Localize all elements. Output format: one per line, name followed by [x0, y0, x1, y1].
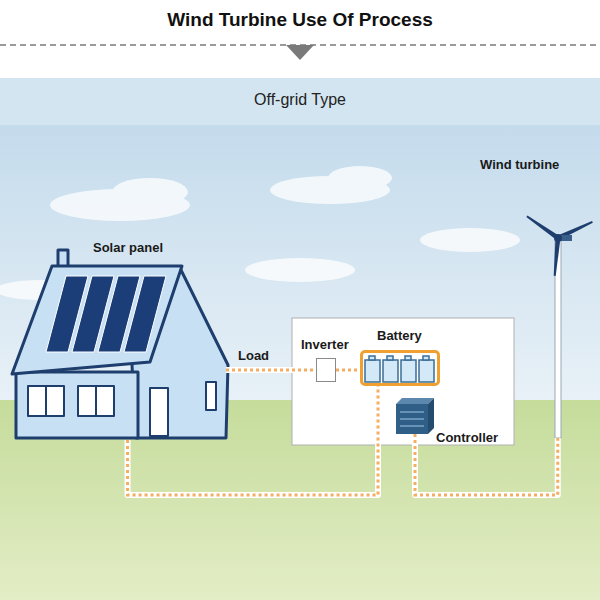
subtitle: Off-grid Type: [0, 91, 600, 109]
title: Wind Turbine Use Of Process: [0, 9, 600, 31]
window: [78, 386, 114, 416]
battery-cells: [365, 356, 434, 382]
line-casing: [226, 367, 316, 373]
equipment-panel: [292, 318, 514, 445]
dashed-line: [128, 386, 378, 495]
node-label: Battery: [377, 328, 422, 344]
wind-turbine-unit: Wind turbine: [528, 185, 590, 438]
pointer-triangle: [286, 45, 314, 60]
node-label: Inverter: [301, 337, 349, 353]
rotor: [525, 214, 593, 276]
line-casing: [128, 386, 378, 495]
controller-icon: [396, 398, 434, 434]
title-ground: [0, 0, 600, 78]
power-line: [226, 370, 316, 371]
controller-box: Controller: [396, 398, 434, 434]
edge-label: Load: [238, 348, 269, 364]
dashed-line: [226, 369, 316, 372]
window-bar: [45, 386, 47, 416]
node-label: Controller: [436, 430, 498, 446]
line-casing: [336, 367, 360, 373]
front-wall: [16, 372, 138, 438]
dashed-line: [336, 369, 360, 372]
door: [150, 388, 168, 436]
subtitle-band: [0, 78, 600, 125]
house: [12, 250, 228, 438]
window-bar: [95, 386, 97, 416]
battery-box: Battery: [360, 350, 440, 386]
panel: [124, 276, 166, 352]
node-label: Solar panel: [93, 240, 163, 256]
inverter-box: Inverter: [316, 358, 336, 382]
wind-turbine: [525, 214, 593, 438]
power-line: [336, 370, 360, 371]
window: [28, 386, 64, 416]
roof: [12, 266, 182, 374]
solar-panels: [46, 276, 166, 352]
power-line: [128, 386, 378, 495]
node-label: Wind turbine: [480, 157, 559, 173]
window: [206, 382, 216, 410]
house-solar-panel: Solar panel: [12, 262, 226, 440]
